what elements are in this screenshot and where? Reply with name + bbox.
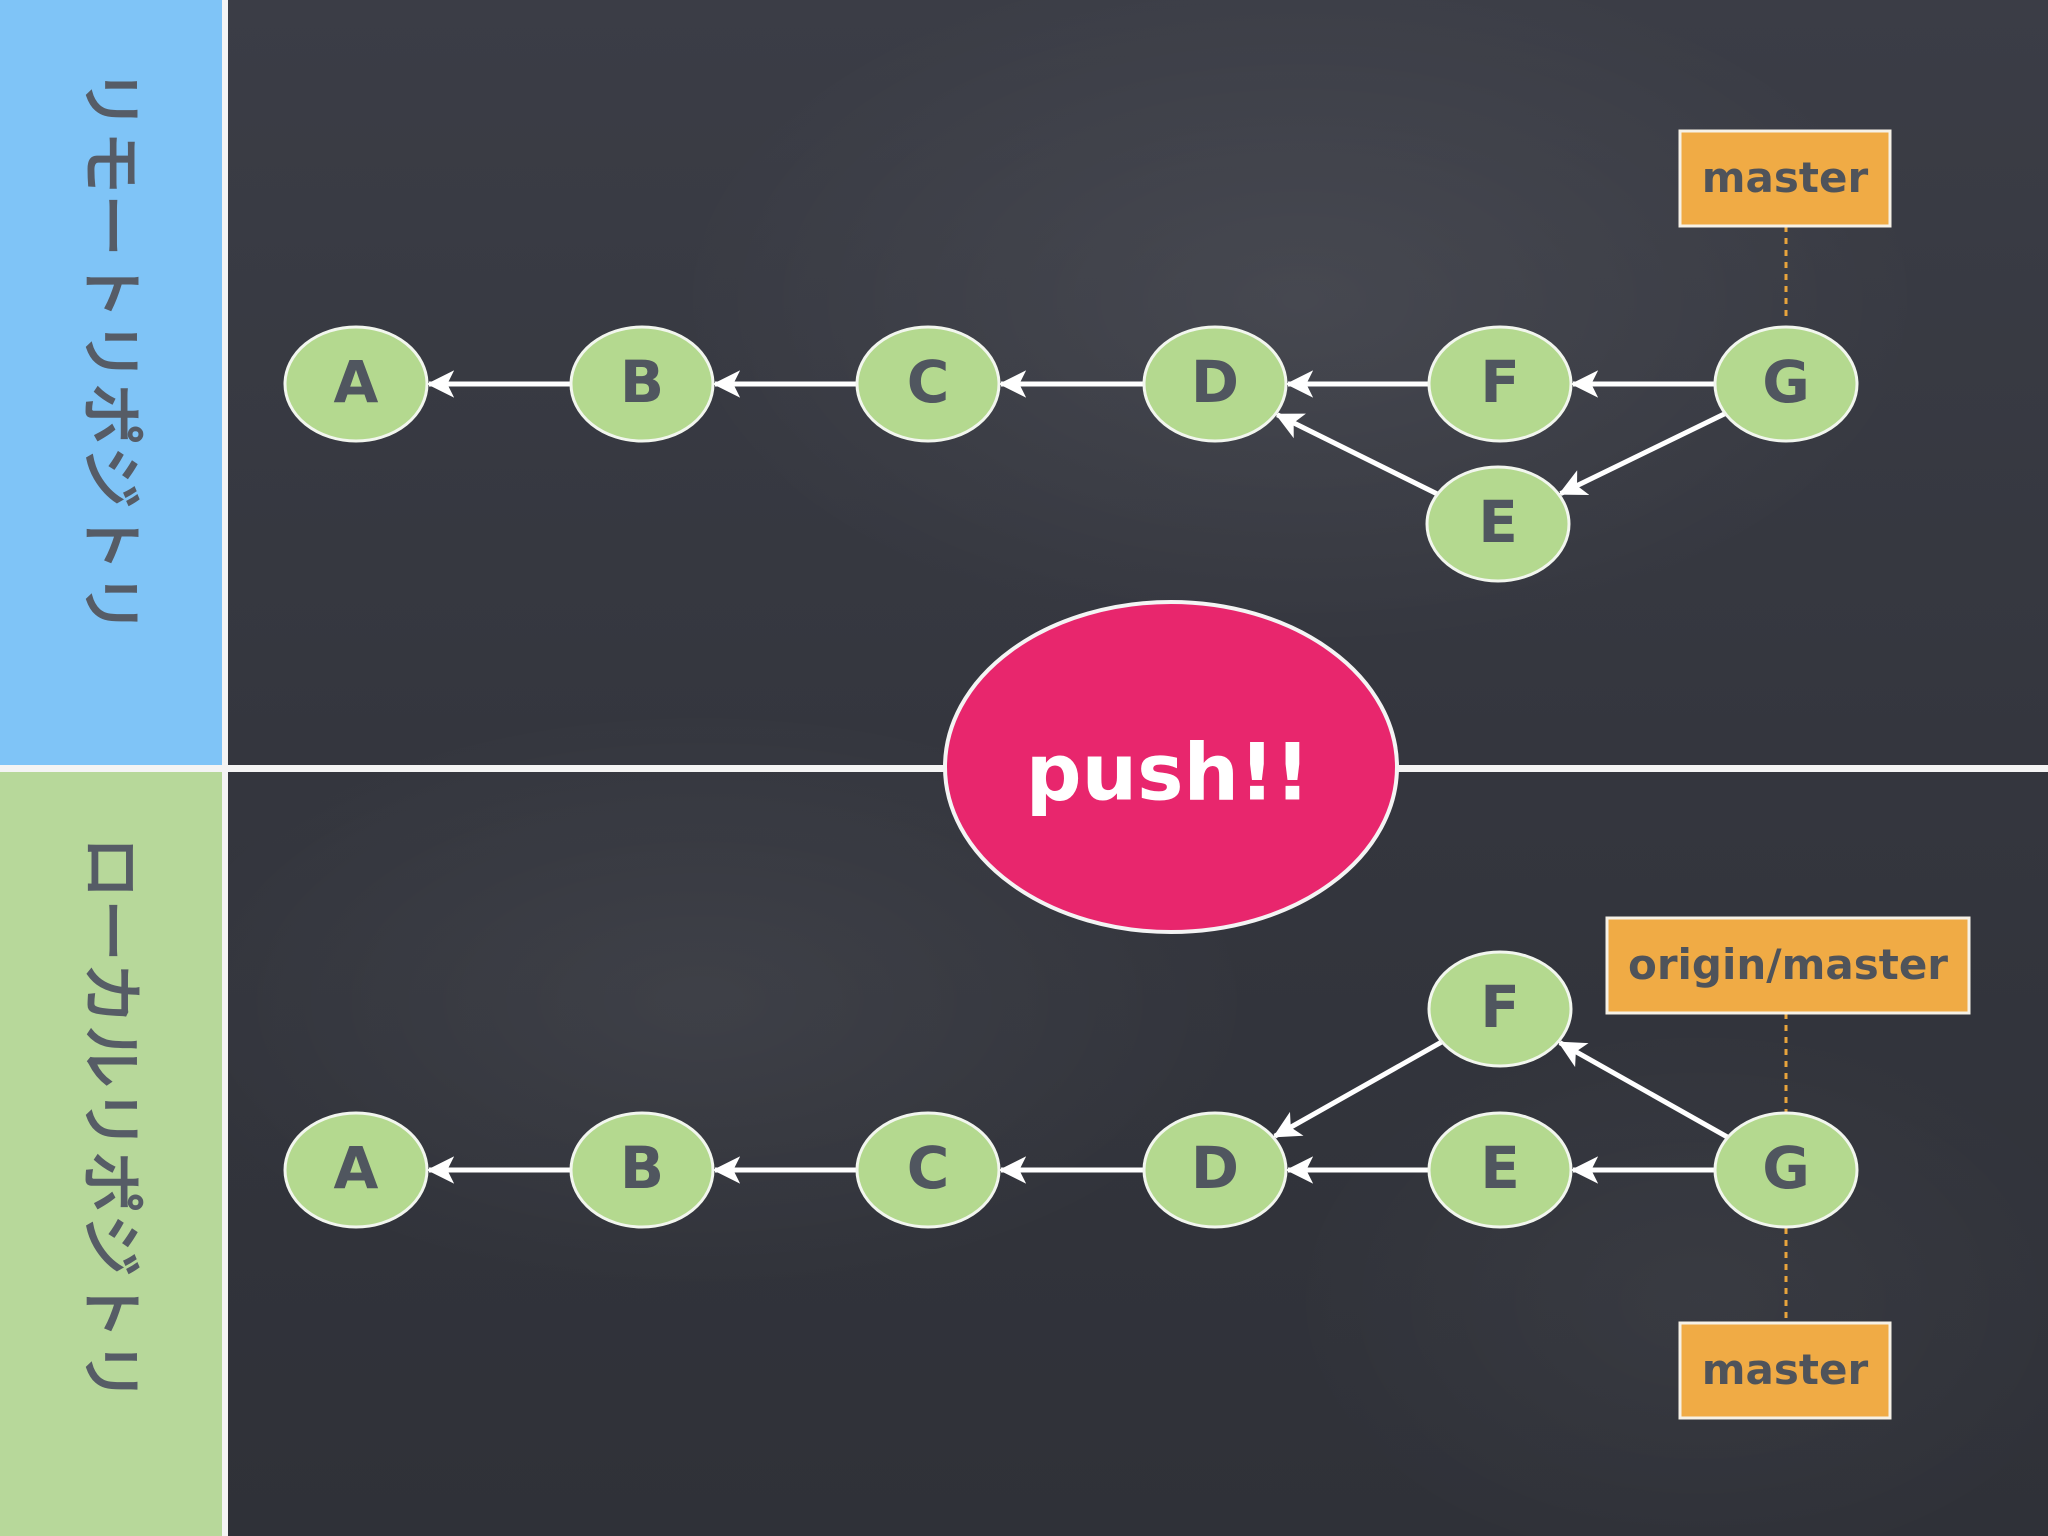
local-commit-b: B bbox=[569, 1111, 715, 1229]
local-commit-c: C bbox=[855, 1111, 1001, 1229]
local-commit-f-ellipse bbox=[1427, 950, 1573, 1068]
local-repository-band bbox=[0, 772, 222, 1536]
remote-commit-a-ellipse bbox=[283, 325, 429, 443]
local-commit-g-ellipse bbox=[1713, 1111, 1859, 1229]
remote-commit-a: A bbox=[283, 325, 429, 443]
remote-commit-f-label: F bbox=[1480, 348, 1520, 416]
remote-ref-master: master bbox=[1678, 129, 1892, 228]
remote-commit-d: D bbox=[1142, 325, 1288, 443]
local-edge-g-to-f bbox=[1557, 1040, 1730, 1140]
remote-commit-a-label: A bbox=[334, 348, 379, 416]
remote-commit-e-label: E bbox=[1478, 488, 1518, 556]
remote-ref-label-0: master bbox=[1702, 153, 1869, 202]
push-ellipse bbox=[943, 600, 1399, 934]
remote-edge-e-to-d bbox=[1275, 412, 1439, 497]
local-ref-box-0 bbox=[1605, 916, 1971, 1015]
local-ref-box-1 bbox=[1678, 1321, 1892, 1420]
local-commit-e-label: E bbox=[1480, 1134, 1520, 1202]
local-edges bbox=[426, 1039, 1730, 1184]
local-refs: origin/master master bbox=[1605, 916, 1971, 1420]
local-ref-label-0: origin/master bbox=[1628, 940, 1948, 989]
remote-commit-f-ellipse bbox=[1427, 325, 1573, 443]
local-commit-c-label: C bbox=[907, 1134, 950, 1202]
local-ref-origin-master: origin/master bbox=[1605, 916, 1971, 1015]
remote-edge-g-to-e bbox=[1558, 411, 1727, 496]
local-commit-a-label: A bbox=[334, 1134, 379, 1202]
local-commit-e: E bbox=[1427, 1111, 1573, 1229]
remote-repository-band bbox=[0, 0, 222, 765]
remote-commit-f: F bbox=[1427, 325, 1573, 443]
local-ref-master: master bbox=[1678, 1321, 1892, 1420]
remote-commit-nodes: A B C D F E G bbox=[283, 325, 1859, 583]
local-commit-f: F bbox=[1427, 950, 1573, 1068]
remote-commit-e-ellipse bbox=[1425, 465, 1571, 583]
local-commit-f-label: F bbox=[1480, 973, 1520, 1041]
local-commit-g: G bbox=[1713, 1111, 1859, 1229]
push-action: push!! bbox=[943, 600, 1399, 934]
remote-commit-g-label: G bbox=[1762, 348, 1810, 416]
push-label: push!! bbox=[1026, 728, 1310, 818]
remote-commit-g: G bbox=[1713, 325, 1859, 443]
remote-commit-c: C bbox=[855, 325, 1001, 443]
local-commit-nodes: A B C D F E G bbox=[283, 950, 1859, 1229]
local-commit-g-label: G bbox=[1762, 1134, 1810, 1202]
local-commit-d-label: D bbox=[1191, 1134, 1239, 1202]
local-commit-b-ellipse bbox=[569, 1111, 715, 1229]
remote-commit-e: E bbox=[1425, 465, 1571, 583]
remote-commit-b: B bbox=[569, 325, 715, 443]
local-commit-d-ellipse bbox=[1142, 1111, 1288, 1229]
remote-edges bbox=[426, 370, 1727, 497]
remote-ref-box-0 bbox=[1678, 129, 1892, 228]
local-commit-b-label: B bbox=[620, 1134, 664, 1202]
remote-commit-g-ellipse bbox=[1713, 325, 1859, 443]
local-commit-c-ellipse bbox=[855, 1111, 1001, 1229]
remote-refs: master bbox=[1678, 129, 1892, 228]
remote-commit-d-ellipse bbox=[1142, 325, 1288, 443]
remote-commit-c-label: C bbox=[907, 348, 950, 416]
local-commit-d: D bbox=[1142, 1111, 1288, 1229]
local-commit-a: A bbox=[283, 1111, 429, 1229]
local-commit-a-ellipse bbox=[283, 1111, 429, 1229]
local-commit-e-ellipse bbox=[1427, 1111, 1573, 1229]
remote-commit-b-label: B bbox=[620, 348, 664, 416]
remote-commit-d-label: D bbox=[1191, 348, 1239, 416]
local-ref-label-1: master bbox=[1702, 1345, 1869, 1394]
local-edge-f-to-d bbox=[1272, 1039, 1444, 1139]
remote-commit-c-ellipse bbox=[855, 325, 1001, 443]
remote-commit-b-ellipse bbox=[569, 325, 715, 443]
